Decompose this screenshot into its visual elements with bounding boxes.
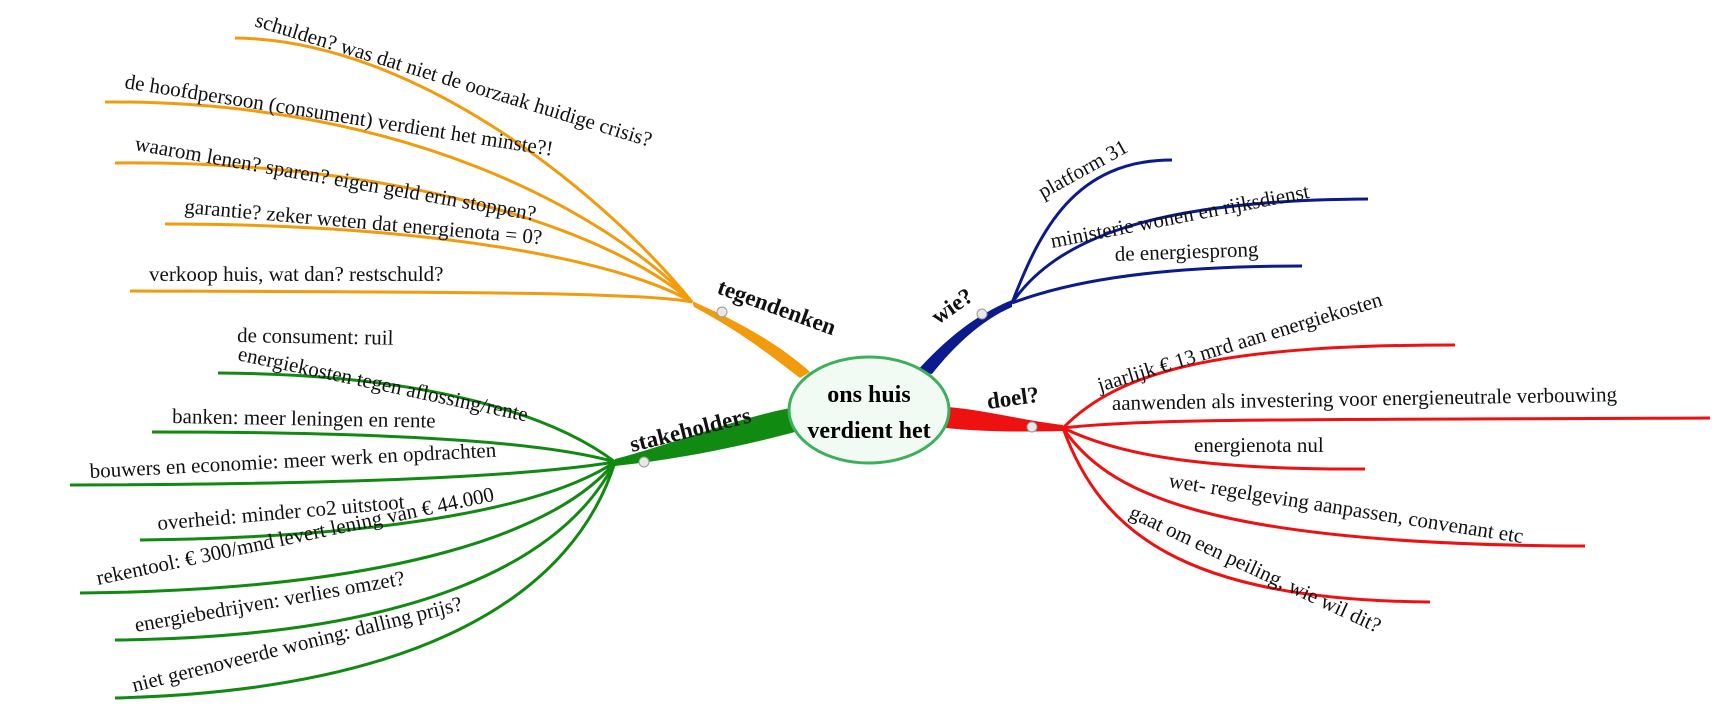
- central-topic-border: [787, 355, 951, 465]
- branch-node: [976, 308, 988, 320]
- leaf-line: [114, 461, 617, 700]
- leaf-text: bouwers en economie: meer werk en opdrac…: [89, 438, 497, 483]
- leaf-line: [114, 461, 617, 642]
- leaf-line: [129, 289, 693, 304]
- leaf-text: energienota nul: [1194, 433, 1324, 457]
- leaf-line: [217, 371, 616, 464]
- branch-tegendenken: schulden? was dat niet de oorzaak huidig…: [104, 8, 840, 378]
- leaf-line: [69, 460, 616, 487]
- branch-doel: jaarlijk € 13 mrd aan energiekosten aanw…: [946, 287, 1711, 638]
- leaf-line: [1011, 264, 1303, 305]
- branch-stakeholders: de consument: ruil energiekosten tegen a…: [69, 323, 795, 700]
- central-topic[interactable]: ons huis verdient het: [787, 355, 951, 465]
- leaf-text: de energiesprong: [1114, 237, 1259, 266]
- leaf-text: de consument: ruil: [237, 323, 394, 350]
- leaf-text: aanwenden als investering voor energiene…: [1112, 382, 1618, 415]
- leaf-line: [1010, 158, 1173, 304]
- leaf-line: [114, 161, 693, 304]
- leaf-line: [1010, 197, 1369, 304]
- leaf-line: [1061, 343, 1456, 430]
- leaf-line: [1062, 426, 1366, 471]
- leaf-line: [139, 460, 616, 542]
- leaf-line: [79, 461, 617, 595]
- central-topic-ellipse[interactable]: [789, 357, 949, 463]
- branch-trunk: [615, 408, 795, 466]
- leaf-text: gaat om een peiling, wie wil dit?: [1126, 500, 1385, 638]
- leaf-line: [1061, 427, 1586, 548]
- leaf-line: [234, 36, 694, 303]
- leaf-text: banken: meer leningen en rente: [172, 404, 436, 433]
- branch-node: [716, 306, 728, 318]
- branch-label: doel?: [985, 382, 1040, 414]
- central-topic-line2: verdient het: [807, 418, 930, 444]
- leaf-line: [1061, 427, 1431, 604]
- branch-label: tegendenken: [714, 274, 839, 340]
- branch-wie: platform 31 ministerie wonen en rijksdie…: [916, 135, 1369, 374]
- leaf-line: [104, 100, 694, 304]
- leaf-line: [151, 430, 616, 464]
- branch-node: [638, 456, 650, 468]
- leaf-line: [1062, 416, 1711, 430]
- leaf-text: verkoop huis, wat dan? restschuld?: [149, 262, 444, 286]
- central-topic-line1: ons huis: [827, 382, 910, 408]
- branch-label: wie?: [927, 283, 978, 329]
- leaf-text: jaarlijk € 13 mrd aan energiekosten: [1093, 287, 1385, 397]
- leaf-line: [164, 222, 693, 304]
- branch-trunk: [692, 301, 810, 378]
- branch-trunk: [916, 300, 1012, 374]
- branch-node: [1026, 421, 1038, 433]
